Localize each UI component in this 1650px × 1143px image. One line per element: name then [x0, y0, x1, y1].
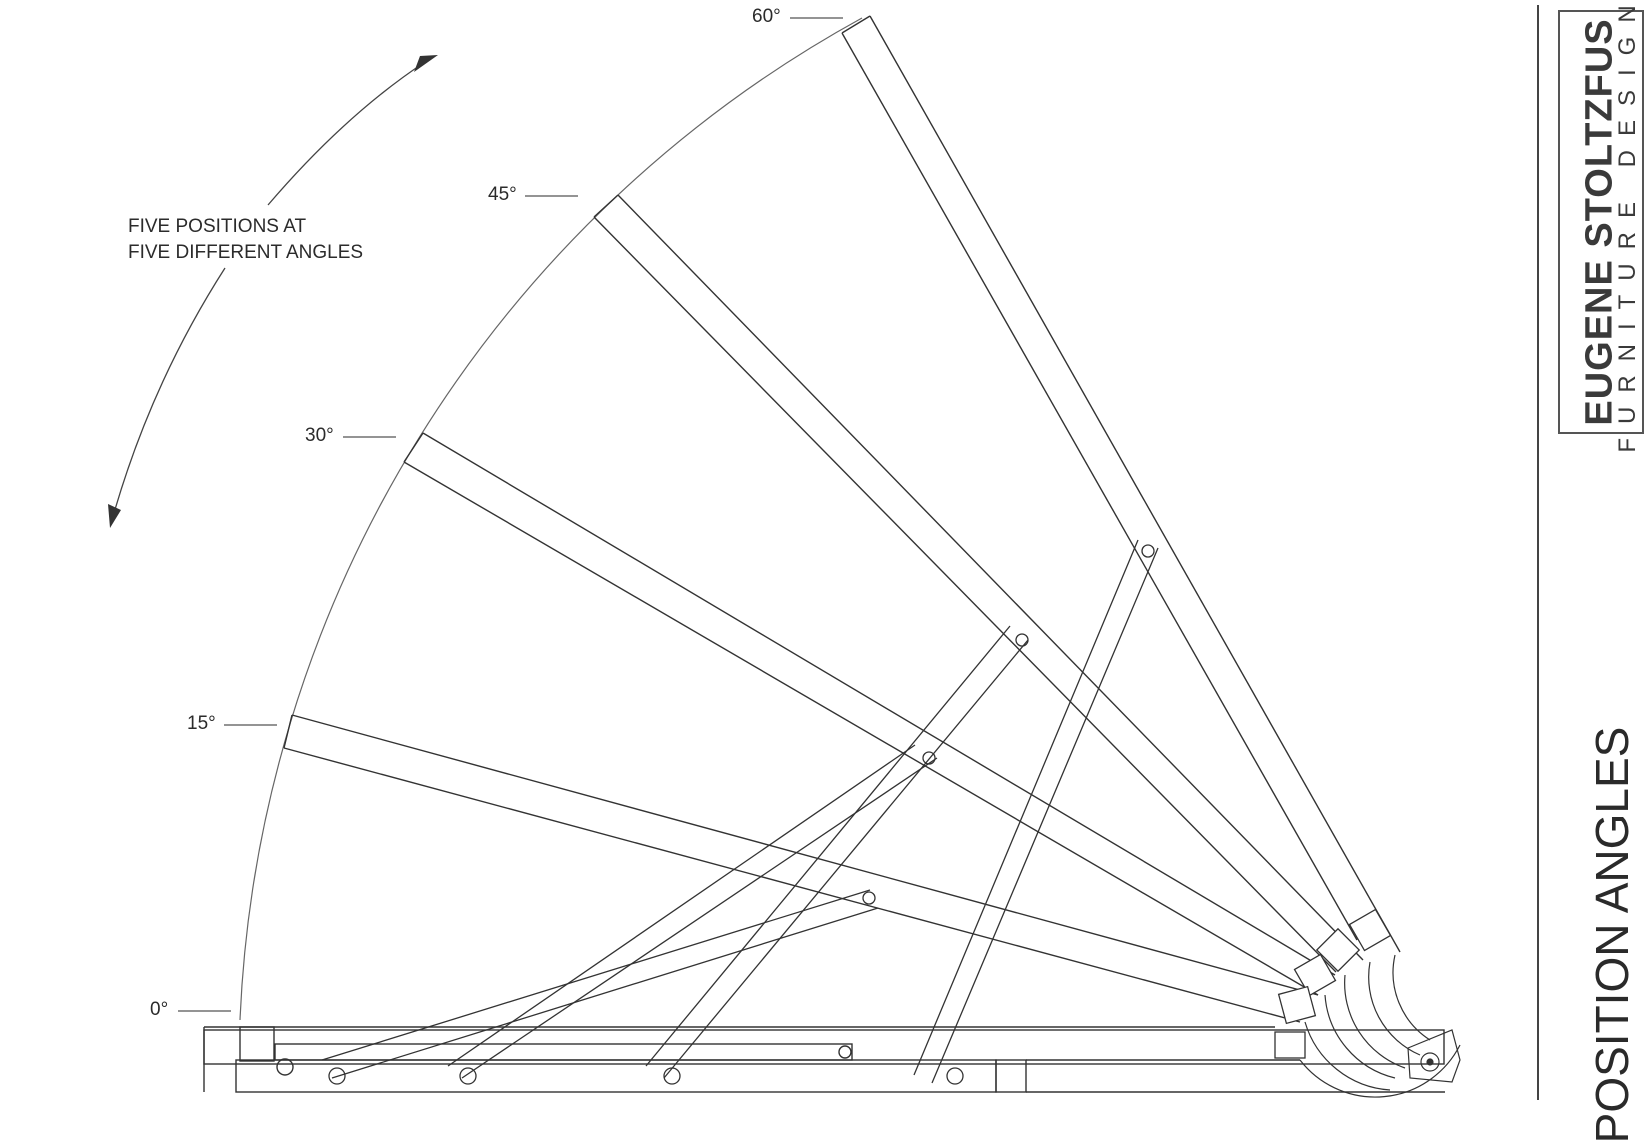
angle-label-0: 0° [150, 999, 169, 1020]
knuckle-arc-2 [1368, 961, 1421, 1056]
knuckle-arc-1 [1392, 954, 1431, 1041]
arm-60-inner [841, 32, 1358, 941]
strut-30-bottom-pin [459, 1067, 477, 1085]
sheet-title: POSITION ANGLES [1586, 726, 1638, 1143]
arm-45-end [593, 194, 619, 218]
arm-45-inner [593, 216, 1337, 973]
pivot-assembly [1299, 954, 1461, 1098]
strut-15-a [321, 889, 871, 1061]
pivot-pin [1420, 1052, 1440, 1072]
strut-45-b [663, 639, 1029, 1079]
track-slot [274, 1043, 853, 1061]
arrowhead-down [108, 504, 121, 528]
hinge-block-30 [1293, 953, 1337, 997]
hinge-block-15 [1277, 985, 1317, 1025]
hinge-blocks [1274, 908, 1392, 1059]
angle-label-45: 45° [488, 184, 517, 205]
direction-arc-upper [267, 61, 426, 206]
positions-note-line-1: FIVE POSITIONS AT [128, 216, 307, 237]
strut-15-top-pin [862, 891, 876, 905]
knuckle-arc-3 [1344, 974, 1406, 1069]
arm-15-outer [291, 714, 1319, 996]
pivot-fan [1407, 1029, 1461, 1083]
strut-30-top-pin [922, 751, 936, 765]
strut-30-a [447, 744, 916, 1067]
brand-logo-box [1558, 10, 1644, 434]
hinge-block-0 [1274, 1031, 1306, 1059]
title-block-divider [1537, 5, 1539, 1100]
track-stop-right [838, 1045, 852, 1059]
arm-60-end [841, 15, 871, 34]
knuckle-arc-5 [1304, 1021, 1391, 1091]
arm-60-outer [869, 15, 1401, 953]
sweep-arc [239, 17, 863, 1021]
arm-45-outer [617, 194, 1364, 961]
direction-arc-lower [111, 267, 226, 521]
arrowhead-up [414, 55, 438, 72]
hinge-block-60 [1348, 908, 1392, 952]
base-frame [203, 1026, 1445, 1093]
strut-30-b [461, 757, 938, 1079]
support-links [321, 539, 1159, 1085]
direction-arrow [108, 55, 438, 528]
brand-subtitle: FURNITURE DESIGN [1614, 0, 1641, 453]
strut-60-bottom-pin [946, 1067, 964, 1085]
strut-60-a [913, 539, 1139, 1076]
angle-leaders [178, 17, 843, 1012]
pivot-pin-center [1426, 1058, 1434, 1066]
base-block-right [995, 1059, 1027, 1093]
arm-15-inner [283, 747, 1301, 1023]
corner-block [239, 1026, 275, 1062]
arm-0-board [203, 1029, 1445, 1065]
arm-30-end [403, 432, 424, 463]
positions-note: FIVE POSITIONS AT FIVE DIFFERENT ANGLES [128, 214, 363, 266]
strut-45-a [645, 625, 1011, 1067]
angle-label-15: 15° [187, 713, 216, 734]
strut-15-b [331, 907, 879, 1079]
hinge-diagram [108, 15, 1461, 1098]
positions-note-line-2: FIVE DIFFERENT ANGLES [128, 242, 364, 263]
angle-label-30: 30° [305, 425, 334, 446]
hinge-block-45 [1315, 927, 1361, 973]
strut-60-top-pin [1141, 544, 1155, 558]
arm-positions [203, 15, 1445, 1065]
arm-30-outer [422, 432, 1336, 976]
strut-15-bottom-pin [328, 1067, 346, 1085]
knuckle-arc-6 [1299, 1044, 1461, 1098]
arm-15-end [283, 714, 293, 749]
strut-60-b [931, 547, 1159, 1084]
knuckle-arc-4 [1324, 994, 1396, 1079]
strut-45-top-pin [1015, 633, 1029, 647]
angle-label-60: 60° [752, 6, 781, 27]
track-stop-left [276, 1058, 294, 1076]
base-rail [235, 1059, 997, 1093]
arm-30-inner [403, 461, 1319, 996]
strut-45-bottom-pin [663, 1067, 681, 1085]
